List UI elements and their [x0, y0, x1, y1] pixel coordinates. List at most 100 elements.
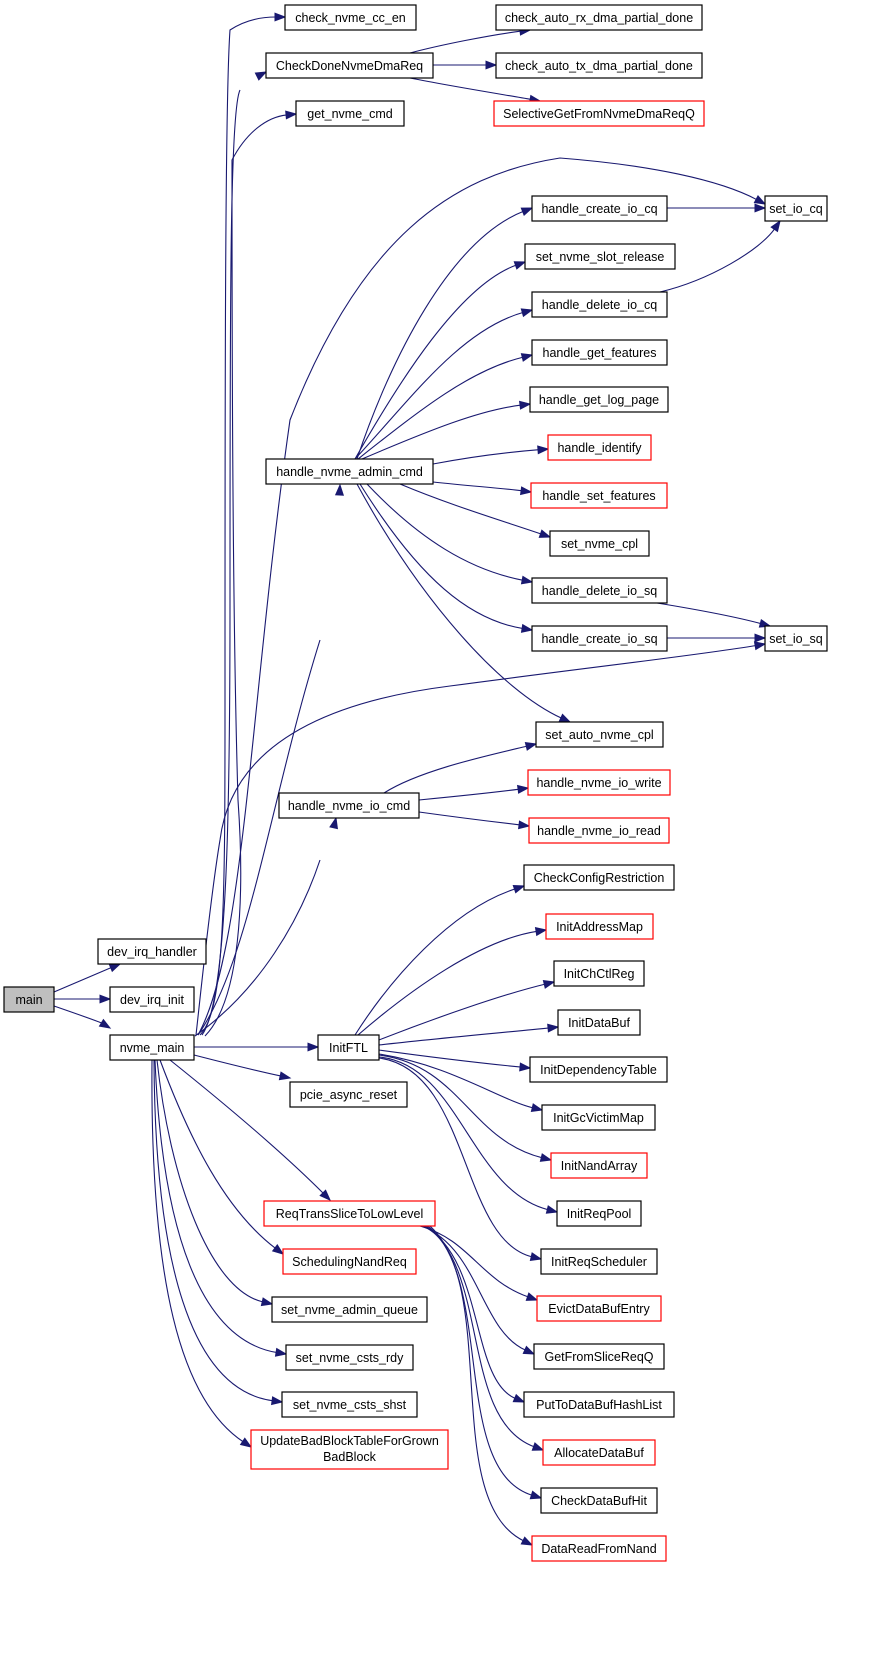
node-set_nvme_admin_queue[interactable]: set_nvme_admin_queue	[271, 1296, 428, 1323]
node-handle_create_io_sq[interactable]: handle_create_io_sq	[531, 625, 668, 652]
edge-nvme_main-to-set_io_cq	[197, 157, 767, 1036]
edge-line	[193, 1054, 282, 1077]
node-label: DataReadFromNand	[541, 1542, 656, 1556]
node-set_nvme_cpl[interactable]: set_nvme_cpl	[549, 530, 650, 557]
node-InitReqScheduler[interactable]: InitReqScheduler	[540, 1248, 658, 1275]
node-CheckConfigRestriction[interactable]: CheckConfigRestriction	[523, 864, 675, 891]
edge-line	[409, 77, 532, 100]
edge-line	[154, 1059, 278, 1354]
node-label: ReqTransSliceToLowLevel	[276, 1207, 424, 1221]
node-dev_irq_handler[interactable]: dev_irq_handler	[97, 938, 207, 965]
node-handle_delete_io_cq[interactable]: handle_delete_io_cq	[531, 291, 668, 318]
arrowhead-icon	[274, 12, 287, 22]
node-box	[547, 434, 652, 461]
node-InitChCtlReg[interactable]: InitChCtlReg	[553, 960, 645, 987]
node-EvictDataBufEntry[interactable]: EvictDataBufEntry	[536, 1295, 662, 1322]
node-pcie_async_reset[interactable]: pcie_async_reset	[289, 1081, 408, 1108]
edge-line	[354, 311, 524, 460]
node-CheckDataBufHit[interactable]: CheckDataBufHit	[540, 1487, 658, 1514]
node-label: InitDataBuf	[568, 1016, 630, 1030]
node-box	[540, 1248, 658, 1275]
node-dev_irq_init[interactable]: dev_irq_init	[109, 986, 195, 1013]
edge-InitFTL-to-InitReqScheduler	[378, 1057, 543, 1261]
node-set_nvme_csts_rdy[interactable]: set_nvme_csts_rdy	[285, 1344, 414, 1371]
node-box	[531, 577, 668, 604]
node-handle_delete_io_sq[interactable]: handle_delete_io_sq	[531, 577, 668, 604]
arrowhead-icon	[329, 816, 338, 830]
node-label: set_nvme_cpl	[561, 537, 638, 551]
node-label: InitReqScheduler	[551, 1255, 647, 1269]
node-nvme_main[interactable]: nvme_main	[109, 1034, 195, 1061]
arrowhead-icon	[770, 219, 781, 233]
node-box	[531, 1535, 667, 1562]
edge-ReqTransSliceToLowLevel-to-PutToDataBufHashList	[423, 1225, 526, 1403]
node-check_auto_tx_dma_partial_done[interactable]: check_auto_tx_dma_partial_done	[495, 52, 703, 79]
edge-handle_delete_io_sq-to-set_io_sq	[656, 602, 772, 628]
node-box	[529, 386, 669, 413]
node-box	[523, 864, 675, 891]
node-InitDataBuf[interactable]: InitDataBuf	[557, 1009, 641, 1036]
node-InitReqPool[interactable]: InitReqPool	[556, 1200, 642, 1227]
node-label: InitNandArray	[561, 1159, 638, 1173]
node-handle_get_features[interactable]: handle_get_features	[531, 339, 668, 366]
edge-InitFTL-to-InitAddressMap	[357, 927, 548, 1036]
arrowhead-icon	[485, 60, 498, 70]
node-box	[493, 100, 705, 127]
edge-ReqTransSliceToLowLevel-to-DataReadFromNand	[429, 1225, 534, 1546]
node-label: handle_nvme_io_read	[537, 824, 661, 838]
edge-InitFTL-to-InitNandArray	[378, 1054, 553, 1162]
node-GetFromSliceReqQ[interactable]: GetFromSliceReqQ	[533, 1343, 665, 1370]
node-set_nvme_slot_release[interactable]: set_nvme_slot_release	[524, 243, 676, 270]
node-SelectiveGetFromNvmeDmaReqQ[interactable]: SelectiveGetFromNvmeDmaReqQ	[493, 100, 705, 127]
node-handle_nvme_io_write[interactable]: handle_nvme_io_write	[527, 769, 671, 796]
node-set_nvme_csts_shst[interactable]: set_nvme_csts_shst	[281, 1391, 418, 1418]
edge-main-to-nvme_main	[53, 1005, 112, 1029]
node-handle_get_log_page[interactable]: handle_get_log_page	[529, 386, 669, 413]
node-handle_create_io_cq[interactable]: handle_create_io_cq	[531, 195, 668, 222]
node-set_auto_nvme_cpl[interactable]: set_auto_nvme_cpl	[535, 721, 664, 748]
node-handle_nvme_io_cmd[interactable]: handle_nvme_io_cmd	[278, 792, 420, 819]
node-DataReadFromNand[interactable]: DataReadFromNand	[531, 1535, 667, 1562]
node-get_nvme_cmd[interactable]: get_nvme_cmd	[295, 100, 405, 127]
node-InitDependencyTable[interactable]: InitDependencyTable	[529, 1056, 668, 1083]
node-check_auto_rx_dma_partial_done[interactable]: check_auto_rx_dma_partial_done	[495, 4, 703, 31]
node-main[interactable]: main	[3, 986, 55, 1013]
edge-line	[357, 930, 538, 1036]
node-set_io_sq[interactable]: set_io_sq	[764, 625, 828, 652]
node-InitNandArray[interactable]: InitNandArray	[550, 1152, 648, 1179]
node-box	[284, 4, 417, 31]
node-InitAddressMap[interactable]: InitAddressMap	[545, 913, 654, 940]
node-check_nvme_cc_en[interactable]: check_nvme_cc_en	[284, 4, 417, 31]
node-ReqTransSliceToLowLevel[interactable]: ReqTransSliceToLowLevel	[263, 1200, 436, 1227]
node-box	[495, 4, 703, 31]
node-handle_nvme_admin_cmd[interactable]: handle_nvme_admin_cmd	[265, 458, 434, 485]
node-box	[527, 769, 671, 796]
edge-line	[409, 30, 522, 54]
arrowhead-icon	[530, 1103, 544, 1112]
node-label: dev_irq_handler	[107, 945, 197, 959]
node-InitGcVictimMap[interactable]: InitGcVictimMap	[541, 1104, 656, 1131]
node-label: CheckDataBufHit	[551, 1494, 647, 1508]
edge-InitFTL-to-InitChCtlReg	[378, 980, 556, 1041]
node-AllocateDataBuf[interactable]: AllocateDataBuf	[542, 1439, 656, 1466]
edge-line	[429, 1225, 525, 1542]
edge-handle_nvme_admin_cmd-to-handle_create_io_cq	[356, 207, 534, 460]
node-CheckDoneNvmeDmaReq[interactable]: CheckDoneNvmeDmaReq	[265, 52, 434, 79]
node-handle_nvme_io_read[interactable]: handle_nvme_io_read	[528, 817, 670, 844]
node-SchedulingNandReq[interactable]: SchedulingNandReq	[282, 1248, 417, 1275]
arrowhead-icon	[542, 980, 556, 989]
edge-handle_nvme_io_cmd-to-handle_nvme_io_read	[418, 811, 531, 830]
node-handle_set_features[interactable]: handle_set_features	[530, 482, 668, 509]
node-handle_identify[interactable]: handle_identify	[547, 434, 652, 461]
edge-line	[432, 449, 540, 465]
node-label: handle_set_features	[542, 489, 655, 503]
arrowhead-icon	[519, 1062, 532, 1072]
edge-nvme_main-to-set_nvme_admin_queue	[156, 1059, 274, 1307]
edge-line	[378, 1027, 550, 1046]
node-box	[549, 530, 650, 557]
node-box	[540, 1487, 658, 1514]
node-set_io_cq[interactable]: set_io_cq	[764, 195, 828, 222]
node-PutToDataBufHashList[interactable]: PutToDataBufHashList	[523, 1391, 675, 1418]
node-InitFTL[interactable]: InitFTL	[317, 1034, 380, 1061]
